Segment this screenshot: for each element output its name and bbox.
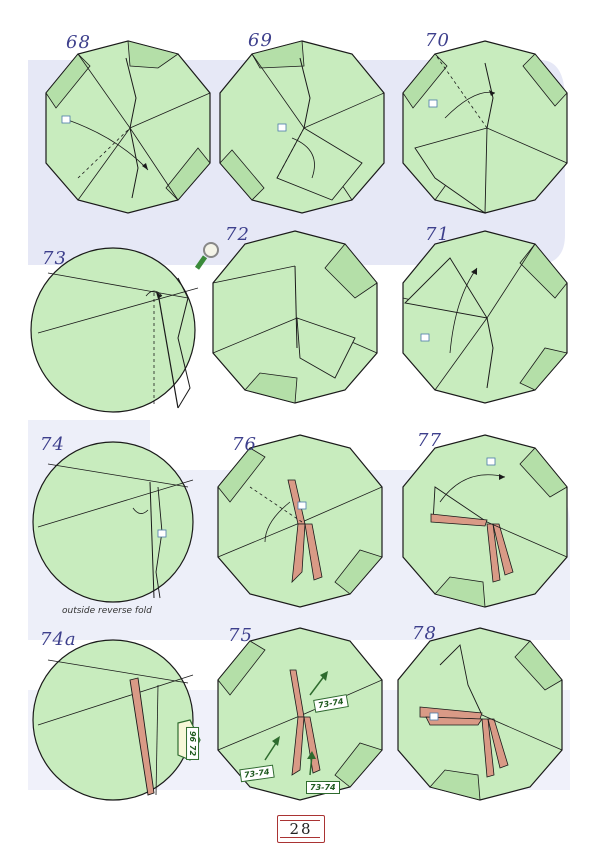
step-number: 78: [412, 623, 437, 644]
step-74a-detail: 96 72 74a: [28, 625, 208, 815]
step-number: 74a: [40, 629, 77, 650]
step-75-diagram: 73-74 73-74 73-74 75: [210, 625, 390, 815]
step-number: 68: [66, 32, 91, 53]
step-73-detail: 73: [28, 238, 208, 428]
step-number: 73: [42, 248, 67, 269]
reference-tag: 96 72: [186, 726, 200, 761]
fold-instruction: outside reverse fold: [62, 606, 152, 616]
page-number-text: 28: [289, 820, 313, 838]
step-78-diagram: 78: [390, 623, 570, 815]
pointer-hand-icon: [61, 115, 71, 124]
step-72-diagram: 72: [194, 224, 385, 418]
step-number: 69: [248, 30, 273, 51]
step-number: 75: [228, 625, 253, 646]
step-70-diagram: 70: [395, 30, 575, 228]
step-number: 70: [425, 30, 450, 51]
step-number: 74: [40, 434, 65, 455]
page-number: 28: [277, 815, 325, 843]
step-number: 76: [232, 434, 257, 455]
step-77-diagram: 77: [395, 430, 575, 622]
reference-tag: 73-74: [306, 781, 340, 794]
step-number: 77: [417, 430, 442, 451]
step-69-diagram: 69: [212, 30, 392, 228]
magnifier-icon: [194, 242, 219, 270]
step-number: 72: [225, 224, 250, 245]
step-74-detail: 74: [28, 432, 208, 622]
step-71-diagram: 71: [395, 224, 575, 418]
step-76-diagram: 76: [210, 432, 390, 622]
step-68-diagram: 68: [38, 32, 218, 228]
step-number: 71: [425, 224, 450, 245]
